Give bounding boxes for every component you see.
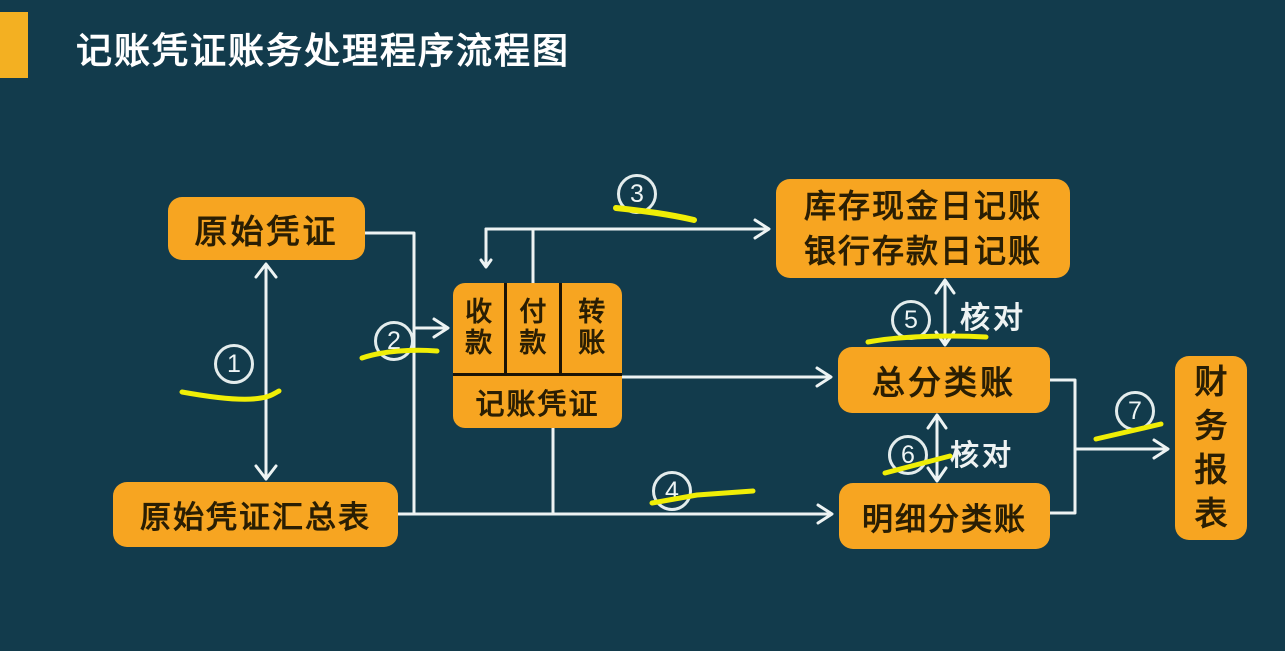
node-original-voucher: 原始凭证 [168, 197, 365, 260]
step-number: 5 [904, 305, 918, 334]
step-circle-1: 1 [214, 344, 254, 384]
step-number: 1 [227, 349, 241, 378]
node-accounting-voucher: 收款 付款 转账 记账凭证 [453, 283, 622, 428]
step-number: 6 [901, 440, 915, 469]
node-label: 收款 [465, 297, 493, 358]
arrow-small-head-down [479, 258, 493, 269]
node-label: 记账凭证 [475, 389, 600, 421]
arrow-1-head-down [254, 464, 278, 481]
node-label: 原始凭证汇总表 [140, 500, 371, 535]
voucher-types-row: 收款 付款 转账 [453, 283, 622, 373]
step-circle-6: 6 [888, 435, 928, 475]
node-label-bank-journal: 银行存款日记账 [803, 232, 1042, 269]
voucher-cell-transfer: 转账 [558, 283, 622, 373]
node-label: 转账 [578, 297, 606, 358]
arrow-2-head [432, 317, 450, 339]
node-journals: 库存现金日记账 银行存款日记账 [776, 179, 1070, 278]
node-label: 付款 [519, 297, 547, 358]
node-financial-statements: 财务报表 [1175, 356, 1247, 540]
voucher-cell-receipt: 收款 [453, 283, 504, 373]
voucher-cell-payment: 付款 [504, 283, 558, 373]
node-label: 总分类账 [872, 364, 1016, 401]
arrow-5-head-down [934, 330, 956, 347]
step-number: 4 [665, 476, 679, 505]
page-title: 记账凭证账务处理程序流程图 [76, 30, 571, 71]
arrow-ledger-head [815, 366, 833, 388]
arrow-6-head-up [926, 413, 948, 430]
step-number: 7 [1128, 396, 1142, 425]
step-circle-7: 7 [1115, 391, 1155, 431]
arrow-7-head [1152, 438, 1170, 460]
step-circle-2: 2 [374, 321, 414, 361]
arrow-5-head-up [934, 278, 956, 295]
connector-merge [1047, 378, 1077, 515]
check-label-upper: 核对 [960, 302, 1026, 335]
highlight-mark-1 [179, 388, 282, 402]
check-label-lower: 核对 [950, 440, 1015, 472]
title-accent-bar [0, 12, 28, 78]
voucher-title-band: 记账凭证 [453, 373, 622, 428]
arrow-1-head-up [254, 262, 278, 279]
step-circle-5: 5 [891, 300, 931, 340]
step-circle-3: 3 [617, 174, 657, 214]
step-number: 3 [630, 179, 644, 208]
arrow-6-head-down [926, 466, 948, 483]
step-number: 2 [387, 326, 401, 355]
node-label: 财务报表 [1194, 363, 1228, 532]
node-label: 明细分类账 [862, 501, 1027, 537]
node-voucher-summary: 原始凭证汇总表 [113, 482, 398, 547]
connector-elbow [363, 231, 416, 516]
node-general-ledger: 总分类账 [838, 347, 1050, 413]
arrow-4-head [816, 503, 834, 525]
step-circle-4: 4 [652, 471, 692, 511]
node-label: 原始凭证 [194, 212, 339, 250]
node-label-cash-journal: 库存现金日记账 [803, 187, 1042, 224]
arrow-3-head [753, 218, 771, 240]
node-subsidiary-ledger: 明细分类账 [839, 483, 1050, 549]
